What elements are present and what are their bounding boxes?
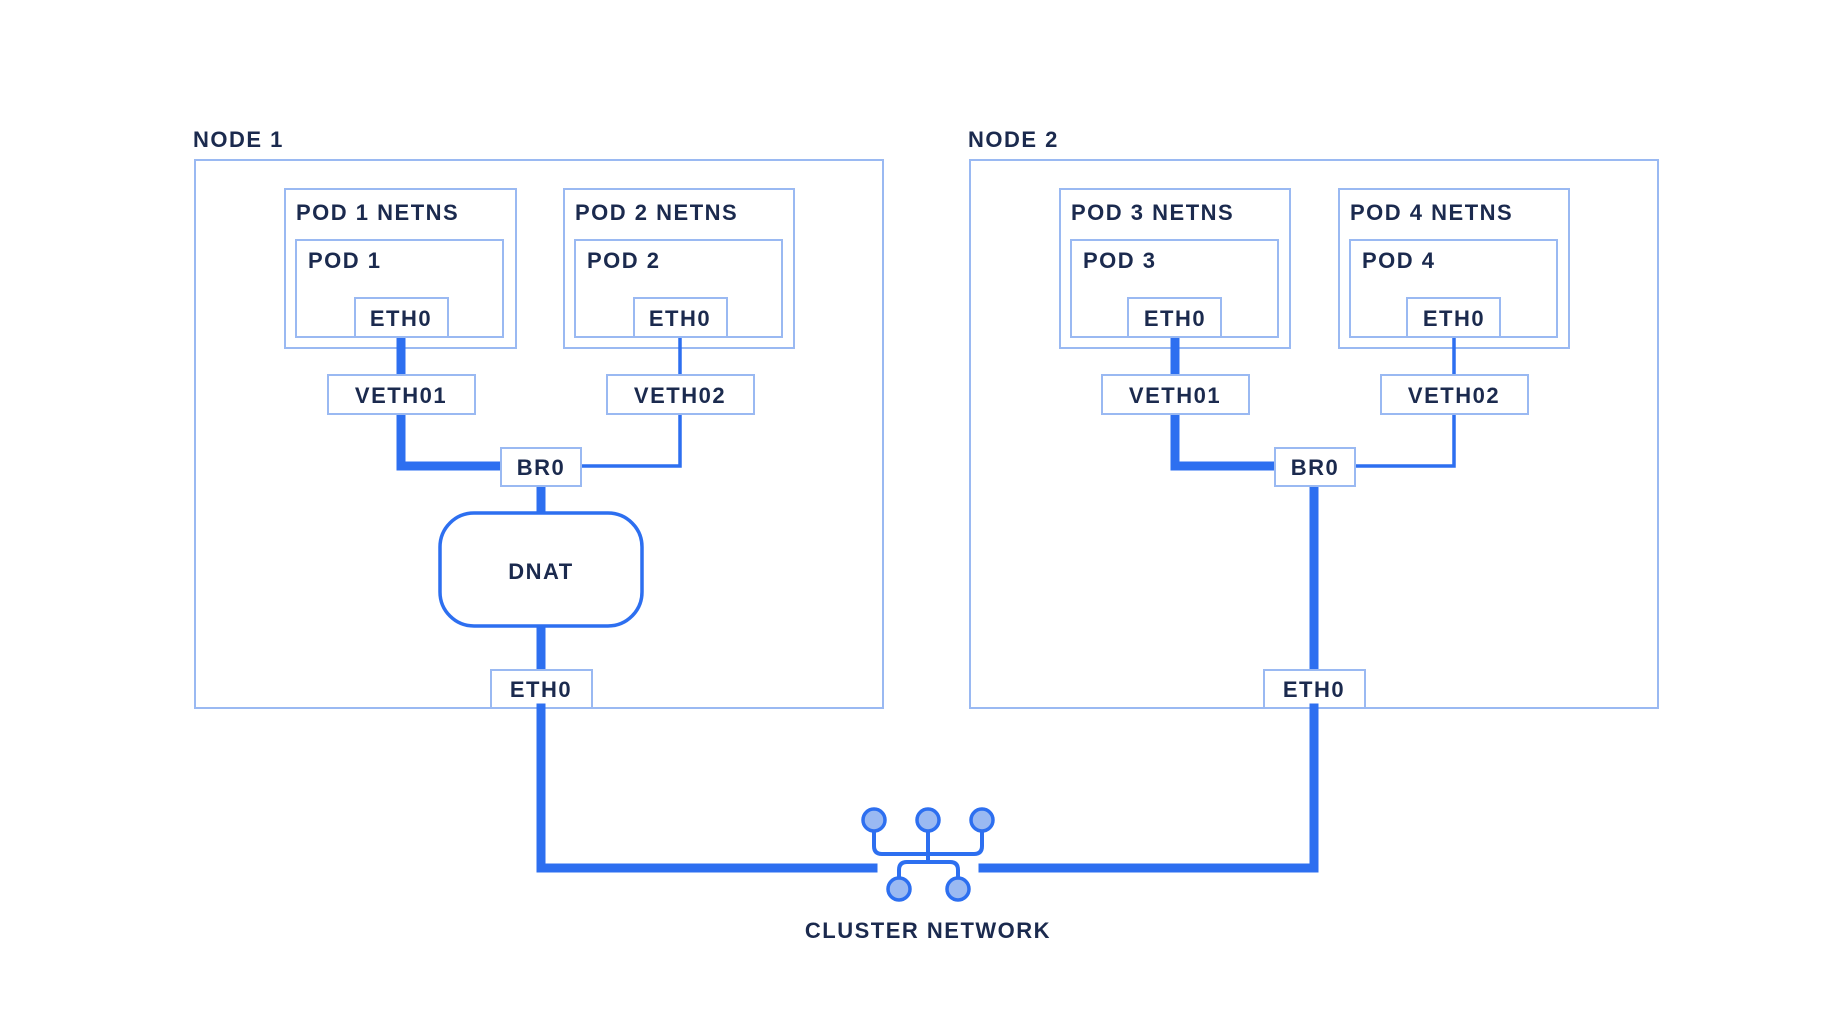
node-2-cluster-link (978, 703, 1319, 873)
hub-node-bottom-right (945, 876, 971, 902)
pod-4-eth0-label: ETH0 (1423, 306, 1485, 331)
pod-4-label: POD 4 (1362, 248, 1436, 273)
pod-2-eth0-label: ETH0 (649, 306, 711, 331)
pod-3-netns-label: POD 3 NETNS (1071, 200, 1234, 225)
pod-2-label: POD 2 (587, 248, 661, 273)
node-2-label: NODE 2 (968, 127, 1059, 152)
node-2-eth0-box (1263, 669, 1366, 709)
node-2-veth02-box (1380, 374, 1529, 415)
pod-2-eth0-box (633, 297, 728, 338)
pod-1-label: POD 1 (308, 248, 382, 273)
hub-node-bottom-left (886, 876, 912, 902)
pod-1-eth0-label: ETH0 (370, 306, 432, 331)
cluster-network-label: CLUSTER NETWORK (805, 918, 1051, 943)
pod-2-netns-label: POD 2 NETNS (575, 200, 738, 225)
veth01-label: VETH01 (355, 383, 447, 408)
node-1-bridge-label: BR0 (517, 455, 566, 480)
pod-3-eth0-box (1127, 297, 1222, 338)
node-1-eth0-label: ETH0 (510, 677, 572, 702)
pod-4-netns-label: POD 4 NETNS (1350, 200, 1513, 225)
hub-node-top-left (861, 807, 887, 833)
node-2-bridge-box (1274, 447, 1356, 487)
dnat-label: DNAT (508, 559, 573, 584)
node-2-bridge-label: BR0 (1291, 455, 1340, 480)
hub-node-top-center (915, 807, 941, 833)
veth01-box (327, 374, 476, 415)
node-2-interfaces: ETH0 ETH0 VETH01 VETH02 BR0 ETH0 (1101, 297, 1529, 709)
node-2-veth01-label: VETH01 (1129, 383, 1221, 408)
network-hub-icon (861, 807, 995, 902)
veth02-box (606, 374, 755, 415)
node-1-bridge-box (500, 447, 582, 487)
pod-1-netns-label: POD 1 NETNS (296, 200, 459, 225)
node-1-cluster-link (536, 703, 878, 873)
pod-2-netns: POD 2 NETNS POD 2 (563, 188, 795, 349)
dnat-box (438, 511, 644, 628)
veth02-label: VETH02 (634, 383, 726, 408)
pod-4-eth0-box (1406, 297, 1501, 338)
node-2-eth0-label: ETH0 (1283, 677, 1345, 702)
node-2-veth02-label: VETH02 (1408, 383, 1500, 408)
pod-3-label: POD 3 (1083, 248, 1157, 273)
cluster-links (536, 703, 1319, 873)
pod-3-eth0-label: ETH0 (1144, 306, 1206, 331)
pod-1-eth0-box (354, 297, 449, 338)
node-2-veth01-box (1101, 374, 1250, 415)
node-1-label: NODE 1 (193, 127, 284, 152)
hub-node-top-right (969, 807, 995, 833)
